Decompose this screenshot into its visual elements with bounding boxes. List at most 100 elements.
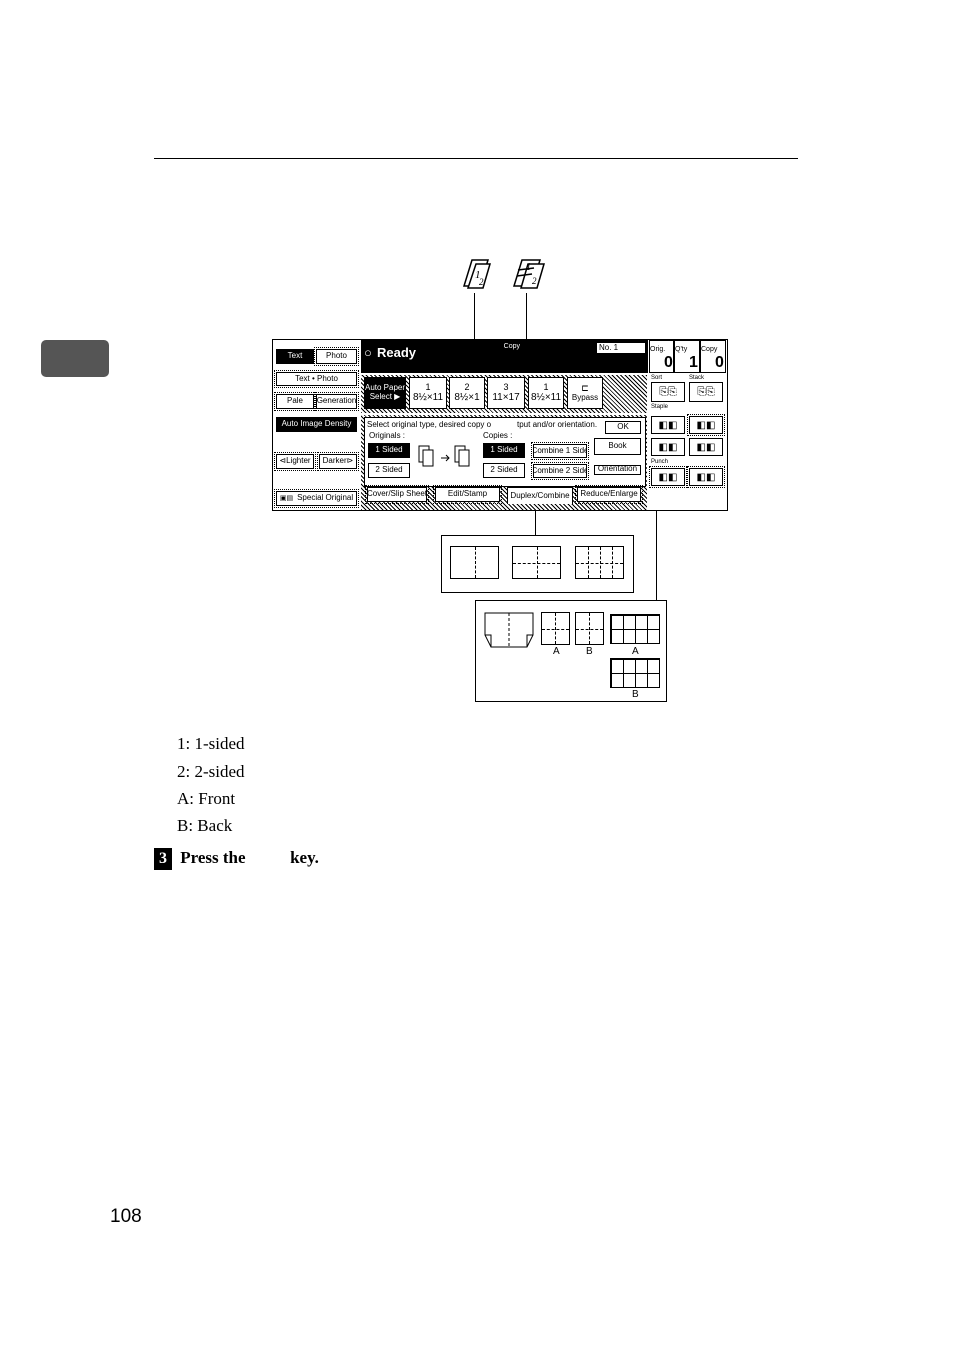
mode-bar: Copy [472,340,530,373]
copier-control-panel: Text Photo Text • Photo Pale Generation … [272,339,728,511]
svg-text:1: 1 [526,262,531,273]
reduce-enlarge-tab[interactable]: Reduce/Enlarge [575,485,643,504]
orig-counter: Orig. 0 [649,340,674,373]
staple-button-3[interactable]: ◧◧ [651,438,685,456]
orig-value: 0 [664,353,673,371]
stack-label: Stack [689,375,705,381]
combine-4in1-page [512,546,561,579]
originals-label: Originals : [369,431,406,440]
combine-2-side-callout: A B A B [475,600,667,702]
combine-2in1-page [450,546,499,579]
duplex-icons: 1 2 1 2 [462,259,545,289]
back-page-4in1 [575,612,604,645]
stack-icon: ⎘⎘ [697,385,715,398]
darker-button[interactable]: Darker⊳ [317,452,359,471]
mode-label: Copy [503,343,520,350]
staple-button-4[interactable]: ◧◧ [689,438,723,456]
combine-1-side-callout [441,535,634,593]
book-button[interactable]: Book [594,438,641,455]
job-bar: No. 1 [530,340,648,373]
originals-to-copies-icon [418,445,470,467]
lighter-button[interactable]: ⊲Lighter [274,452,316,471]
status-text: Ready [377,345,417,360]
punch-label: Punch [651,459,669,465]
combine-2-side-button[interactable]: Combine 2 Side [531,462,589,480]
legend-item-2: 2: 2-sided [177,762,245,781]
duplex-combine-tab[interactable]: Duplex/Combine [507,487,573,504]
combine-8in1-page [575,546,624,579]
copies-1-sided-button[interactable]: 1 Sided [483,443,525,458]
back-label-2: B [632,689,639,700]
combine-1-side-button[interactable]: Combine 1 Side [531,442,589,460]
chapter-tab [41,340,109,377]
step-text-after: key. [290,848,319,867]
auto-image-density-button[interactable]: Auto Image Density [276,417,357,432]
originals-1-sided-button[interactable]: 1 Sided [368,443,410,458]
tray-4-button[interactable]: 1 8½×11 [528,377,564,409]
text-photo-button[interactable]: Text • Photo [274,370,359,388]
photo-mode-button[interactable]: Photo [314,347,359,366]
staple-icon: ◧◧ [658,419,678,431]
tray-4-size: 8½×11 [530,392,562,404]
copies-2-sided-button[interactable]: 2 Sided [483,463,525,478]
edit-stamp-tab[interactable]: Edit/Stamp [433,485,502,504]
auto-paper-label: Auto Paper [364,383,406,393]
back-page-8in1 [610,658,660,688]
originals-2-sided-button[interactable]: 2 Sided [368,463,410,478]
folded-booklet-icon [484,612,534,648]
front-label-2: A [632,646,639,657]
staple-label: Staple [651,404,669,410]
copy-label: Copy [701,345,718,353]
back-label-1: B [586,646,593,657]
copies-label: Copies : [483,431,513,440]
step-number: 3 [154,848,172,871]
tray-3-number: 3 [503,381,509,392]
sort-button[interactable]: ⎘⎘ [651,382,685,402]
punch-button-1[interactable]: ◧◧ [649,466,687,488]
tray-3-button[interactable]: 3 11×17 [487,377,525,409]
punch-button-2[interactable]: ◧◧ [687,466,725,488]
pale-button[interactable]: Pale [274,392,316,411]
text-mode-button[interactable]: Text [276,349,314,364]
copy-value: 0 [715,353,724,371]
ok-button[interactable]: OK [605,421,641,434]
staple-icon: ◧◧ [696,419,716,431]
special-original-icon: ▣▤ [279,494,294,502]
orig-label: Orig. [650,345,666,353]
front-page-8in1 [610,614,660,644]
cover-slip-sheet-tab[interactable]: Cover/Slip Sheet [365,485,429,504]
qty-counter: Q'ty 1 [674,340,700,373]
generation-button[interactable]: Generation [314,392,359,411]
bypass-button[interactable]: ⊏ Bypass [567,377,603,409]
tray-2-button[interactable]: 2 8½×1 [449,377,485,409]
special-original-button[interactable]: ▣▤ Special Original [274,489,359,508]
instruction-text-tail: tput and/or orientation. [517,420,598,429]
front-page-4in1 [541,612,570,645]
auto-paper-select-label: Select ▶ [369,392,401,401]
svg-text:2: 2 [479,277,484,287]
leader-line-combine2 [656,470,657,601]
orientation-button[interactable]: Orientation [594,465,641,475]
legend-item-1: 1: 1-sided [177,734,245,753]
one-sided-icon: 1 2 [462,259,491,289]
header-rule [154,158,798,159]
duplex-dialog: Select original type, desired copy o tpu… [364,417,646,487]
stack-button[interactable]: ⎘⎘ [689,382,723,402]
qty-value: 1 [689,353,698,371]
auto-paper-select-button[interactable]: Auto Paper Select ▶ [364,377,406,409]
bypass-label: Bypass [571,392,599,402]
two-sided-icon: 1 2 [512,259,545,289]
step-3: 3 Press the key. [154,848,319,871]
staple-button-1[interactable]: ◧◧ [651,416,685,434]
punch-icon: ◧◧ [696,471,716,483]
tray-2-size: 8½×1 [454,392,480,404]
step-text-before: Press the [180,848,246,867]
status-bar: ○ Ready [361,340,472,373]
staple-button-2[interactable]: ◧◧ [687,414,725,436]
tray-4-number: 1 [543,381,549,392]
instruction-text: Select original type, desired copy o [367,420,492,429]
tray-1-size: 8½×11 [412,392,444,404]
legend-item-3: A: Front [177,789,236,808]
tray-1-button[interactable]: 1 8½×11 [409,377,447,409]
legend-item-4: B: Back [177,816,233,835]
